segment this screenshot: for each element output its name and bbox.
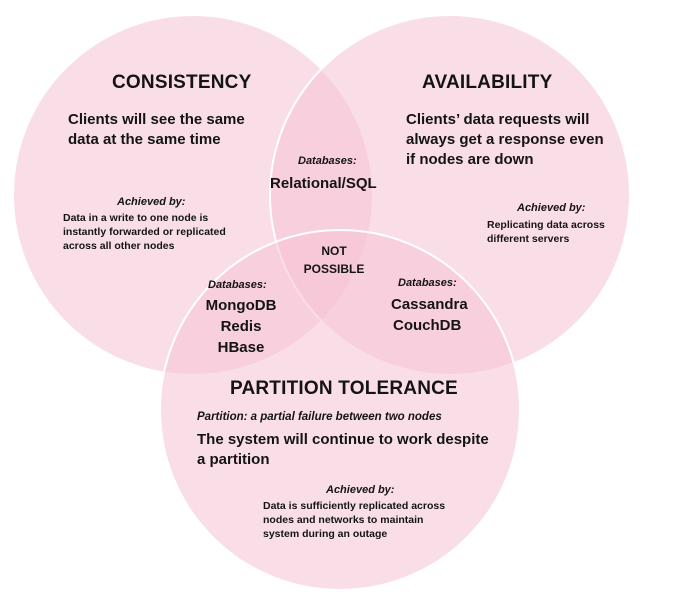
ca-databases-label: Databases: (298, 155, 357, 167)
availability-description-line-1: Clients’ data requests will (406, 111, 590, 128)
cp-database-mongodb: MongoDB (205, 297, 277, 314)
partition-description-line-1: The system will continue to work despite (197, 431, 489, 448)
cp-database-hbase: HBase (217, 339, 265, 356)
availability-achieved-line-1: Replicating data across (487, 219, 605, 231)
cp-database-redis: Redis (220, 318, 262, 335)
partition-achieved-label: Achieved by: (326, 484, 395, 496)
consistency-description-line-2: data at the same time (68, 131, 221, 148)
availability-description-line-3: if nodes are down (406, 151, 534, 168)
ap-database-couchdb: CouchDB (393, 317, 462, 334)
cp-databases-label: Databases: (208, 279, 267, 291)
consistency-title: CONSISTENCY (112, 72, 252, 93)
availability-title: AVAILABILITY (422, 72, 553, 93)
partition-achieved-line-3: system during an outage (263, 528, 388, 540)
partition-definition: Partition: a partial failure between two… (197, 411, 442, 423)
consistency-description-line-1: Clients will see the same (68, 111, 245, 128)
consistency-achieved-line-3: across all other nodes (63, 240, 175, 252)
ap-database-cassandra: Cassandra (391, 296, 468, 313)
partition-tolerance-circle (159, 229, 521, 591)
consistency-achieved-line-1: Data in a write to one node is (63, 212, 209, 224)
partition-achieved-line-2: nodes and networks to maintain (263, 514, 424, 526)
consistency-achieved-label: Achieved by: (117, 196, 186, 208)
partition-tolerance-title: PARTITION TOLERANCE (230, 378, 458, 399)
partition-description-line-2: a partition (197, 451, 270, 468)
availability-achieved-line-2: different servers (487, 233, 570, 245)
ca-database-relational-sql: Relational/SQL (270, 175, 377, 192)
partition-achieved-line-1: Data is sufficiently replicated across (263, 500, 446, 512)
consistency-achieved-line-2: instantly forwarded or replicated (63, 226, 226, 238)
center-not-possible-line-1: NOT (321, 244, 347, 258)
availability-description-line-2: always get a response even (406, 131, 604, 148)
availability-achieved-label: Achieved by: (517, 202, 586, 214)
ap-databases-label: Databases: (398, 277, 457, 289)
center-not-possible-line-2: POSSIBLE (303, 262, 365, 276)
